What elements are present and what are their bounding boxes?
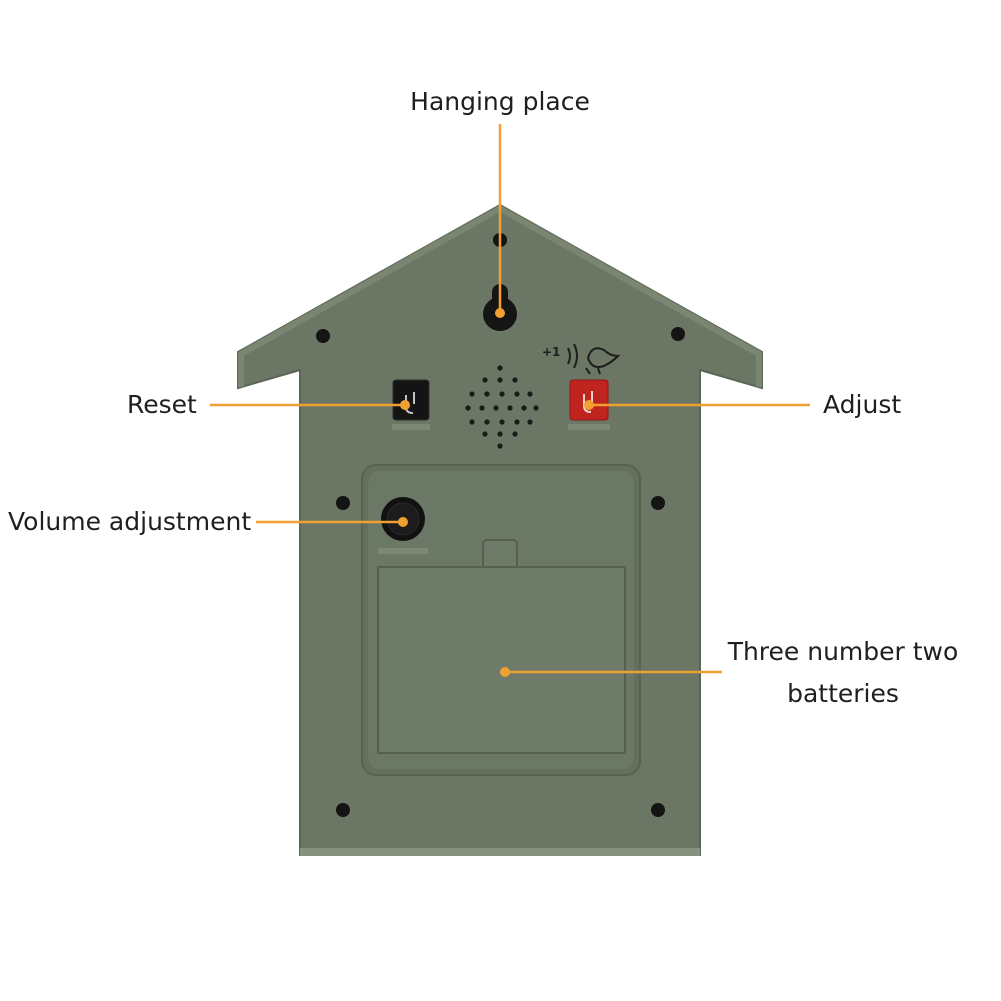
- leader-dot: [398, 517, 408, 527]
- speaker-hole: [507, 405, 513, 411]
- speaker-grille: [465, 365, 539, 449]
- callout-volume-adjustment: Volume adjustment: [8, 507, 252, 536]
- speaker-hole: [482, 377, 488, 383]
- callout-batteries-line1: Three number two: [727, 637, 959, 666]
- speaker-hole: [527, 391, 533, 397]
- speaker-hole: [512, 377, 518, 383]
- callout-reset: Reset: [127, 390, 197, 419]
- speaker-hole: [512, 431, 518, 437]
- speaker-hole: [521, 405, 527, 411]
- hour-chime-mark: +1: [542, 345, 560, 359]
- screw-hole: [651, 803, 665, 817]
- speaker-hole: [497, 443, 503, 449]
- roof-edge-right: [500, 205, 762, 388]
- speaker-hole: [465, 405, 471, 411]
- leader-dot: [400, 400, 410, 410]
- speaker-hole: [484, 419, 490, 425]
- callout-adjust: Adjust: [823, 390, 902, 419]
- screw-hole: [671, 327, 685, 341]
- screw-holes: [316, 233, 685, 817]
- speaker-hole: [527, 419, 533, 425]
- speaker-hole: [497, 365, 503, 371]
- speaker-hole: [497, 431, 503, 437]
- speaker-hole: [497, 377, 503, 383]
- leader-dots: [398, 308, 594, 677]
- leader-dot: [584, 400, 594, 410]
- screw-hole: [651, 496, 665, 510]
- leader-dot: [495, 308, 505, 318]
- speaker-hole: [469, 419, 475, 425]
- callout-hanging-place: Hanging place: [410, 87, 590, 116]
- speaker-hole: [499, 391, 505, 397]
- speaker-hole: [469, 391, 475, 397]
- speaker-hole: [533, 405, 539, 411]
- roof-edge-left: [238, 205, 500, 388]
- speaker-hole: [514, 391, 520, 397]
- speaker-hole: [514, 419, 520, 425]
- leader-lines: [210, 124, 810, 674]
- bird-icon: [567, 343, 621, 375]
- base-edge: [300, 848, 700, 856]
- leader-dot: [500, 667, 510, 677]
- speaker-hole: [499, 419, 505, 425]
- speaker-hole: [493, 405, 499, 411]
- battery-cover-latch[interactable]: [482, 539, 518, 569]
- speaker-hole: [482, 431, 488, 437]
- screw-hole: [336, 803, 350, 817]
- screw-hole: [336, 496, 350, 510]
- battery-cover[interactable]: [377, 539, 626, 754]
- screw-hole: [316, 329, 330, 343]
- callout-batteries: Three number two batteries: [724, 631, 962, 715]
- reset-button[interactable]: [392, 379, 430, 430]
- callout-batteries-line2: batteries: [787, 679, 899, 708]
- speaker-hole: [484, 391, 490, 397]
- speaker-hole: [479, 405, 485, 411]
